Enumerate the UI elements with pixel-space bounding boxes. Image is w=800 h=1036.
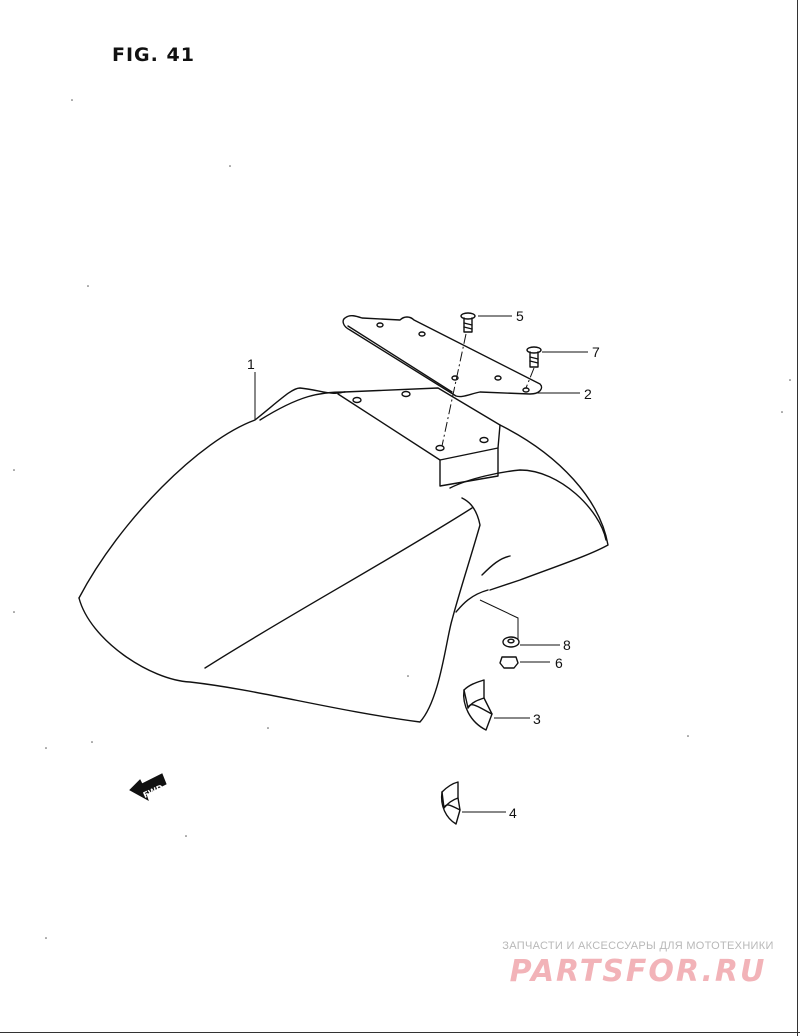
callout-4: 4 <box>509 805 517 821</box>
watermark-brand: PARTSFOR.RU <box>509 954 767 989</box>
fender-mount-hole <box>352 396 362 404</box>
alignment-lines <box>441 333 535 447</box>
fender-mount-hole <box>435 444 445 452</box>
bracket-hole <box>418 331 426 337</box>
fender-mount-hole <box>401 390 411 398</box>
callout-1: 1 <box>247 356 255 372</box>
callout-5: 5 <box>516 308 524 324</box>
fender-mount-hole <box>479 436 489 444</box>
screw-5-part <box>460 312 476 333</box>
fwd-arrow-icon: FWD <box>129 773 167 802</box>
scan-specks <box>13 99 791 939</box>
callout-8: 8 <box>563 637 571 653</box>
clip-3-part <box>463 679 493 731</box>
nut-6-part <box>499 656 519 669</box>
watermark: ЗАПЧАСТИ И АКСЕССУАРЫ ДЛЯ МОТОТЕХНИКИ PA… <box>488 940 788 989</box>
frame-right-edge <box>797 0 798 1036</box>
front-fender-part <box>78 387 609 723</box>
bracket-plate-part <box>342 315 543 398</box>
bracket-hole <box>494 375 502 381</box>
callout-7: 7 <box>592 344 600 360</box>
watermark-tagline: ЗАПЧАСТИ И АКСЕССУАРЫ ДЛЯ МОТОТЕХНИКИ <box>502 940 774 952</box>
callout-2: 2 <box>584 386 592 402</box>
leader-lines <box>254 315 588 813</box>
bracket-hole <box>451 375 459 381</box>
frame-bottom-edge <box>0 1032 800 1033</box>
figure-title: FIG. 41 <box>112 44 195 66</box>
bracket-hole <box>376 322 384 328</box>
clip-4-part <box>440 781 461 825</box>
screw-7-part <box>526 346 542 368</box>
callout-6: 6 <box>555 655 563 671</box>
bracket-hole <box>522 387 530 393</box>
washer-8-part <box>502 636 520 648</box>
callout-3: 3 <box>533 711 541 727</box>
